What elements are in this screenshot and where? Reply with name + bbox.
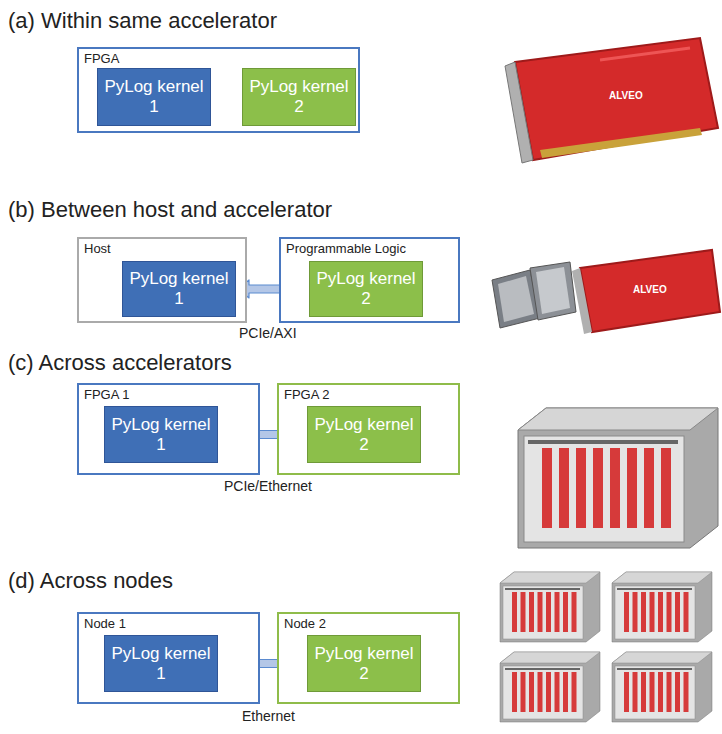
container-box: HostPyLog kernel 1 (77, 237, 247, 323)
container-box: Node 2 PyLog kernel 2 (277, 612, 460, 704)
container-box: FPGA 2 PyLog kernel 2 (277, 383, 460, 475)
kernel-label: PyLog kernel 1 (98, 75, 210, 118)
kernel-label: PyLog kernel 2 (243, 75, 355, 118)
kernel-box: PyLog kernel 1 (104, 406, 218, 463)
box-heading: Node 1 (84, 616, 126, 631)
servers-d (500, 572, 712, 722)
brand-logo: ALVEO (609, 90, 643, 101)
box-heading: Node 2 (284, 616, 326, 631)
kernel-box: PyLog kernel 2 (242, 68, 356, 126)
box-heading: Programmable Logic (286, 241, 406, 256)
section-title: (a) Within same accelerator (8, 8, 277, 34)
kernel-label: PyLog kernel 1 (123, 267, 235, 310)
container-box: Programmable LogicPyLog kernel 2 (279, 237, 460, 323)
container-box: FPGA 1 PyLog kernel 1 (77, 383, 260, 475)
kernel-label: PyLog kernel 2 (310, 267, 422, 310)
kernel-box: PyLog kernel 1 (122, 261, 236, 317)
kernel-box: PyLog kernel 2 (307, 635, 421, 692)
kernel-label: PyLog kernel 2 (308, 413, 420, 456)
kernel-box: PyLog kernel 2 (309, 261, 423, 317)
link-label: Ethernet (242, 708, 295, 724)
section-title: (d) Across nodes (8, 568, 173, 594)
kernel-box: PyLog kernel 1 (97, 68, 211, 126)
box-heading: FPGA (84, 51, 119, 66)
container-box: FPGA PyLog kernel 1 PyLog kernel 2 (77, 47, 360, 133)
box-heading: Host (84, 241, 111, 256)
section-title: (c) Across accelerators (8, 350, 232, 376)
kernel-label: PyLog kernel 1 (105, 642, 217, 685)
section-title: (b) Between host and accelerator (8, 197, 332, 223)
link-label: PCIe/Ethernet (224, 478, 312, 494)
kernel-label: PyLog kernel 2 (308, 642, 420, 685)
box-heading: FPGA 2 (284, 387, 330, 402)
alveo-card-a (505, 38, 718, 163)
box-heading: FPGA 1 (84, 387, 130, 402)
kernel-box: PyLog kernel 1 (104, 635, 218, 692)
brand-logo: ALVEO (633, 284, 667, 295)
link-label: PCIe/AXI (239, 325, 297, 341)
kernel-box: PyLog kernel 2 (307, 406, 421, 463)
kernel-label: PyLog kernel 1 (105, 413, 217, 456)
container-box: Node 1 PyLog kernel 1 (77, 612, 260, 704)
server-c (518, 408, 718, 548)
cpu-and-card-b (492, 250, 720, 334)
